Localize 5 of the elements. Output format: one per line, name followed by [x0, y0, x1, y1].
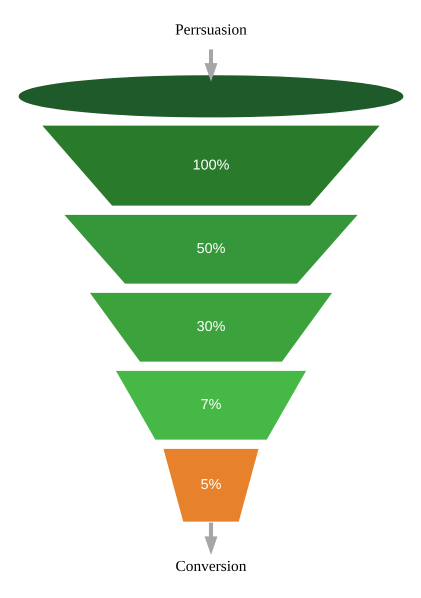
node-text: Perrsuasion	[174, 21, 246, 38]
arrow	[204, 522, 217, 555]
node-ellipse	[18, 75, 403, 118]
node-text: Conversion	[175, 558, 246, 575]
arrow	[204, 49, 217, 82]
